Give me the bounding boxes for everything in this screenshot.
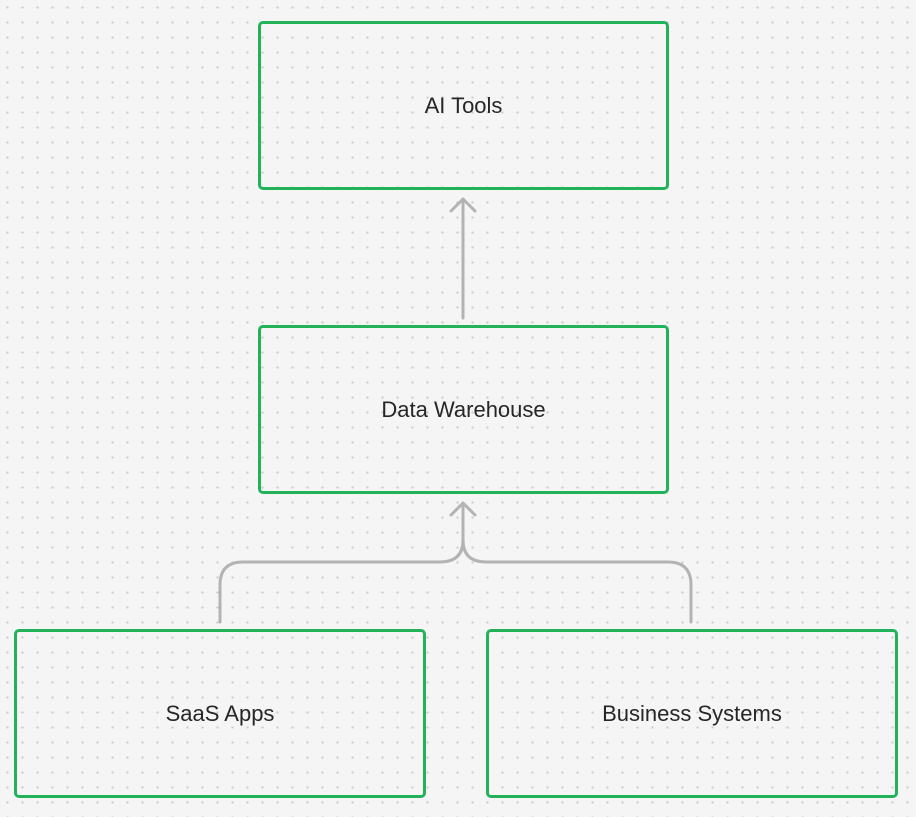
node-saas-apps[interactable]: SaaS Apps: [14, 629, 426, 798]
node-business-systems[interactable]: Business Systems: [486, 629, 898, 798]
node-ai-tools[interactable]: AI Tools: [258, 21, 669, 190]
arrowhead-ai-tools: [449, 197, 477, 213]
node-data-warehouse-label: Data Warehouse: [381, 396, 546, 422]
arrowhead-data-warehouse: [449, 501, 477, 517]
node-business-systems-label: Business Systems: [602, 700, 782, 726]
node-data-warehouse[interactable]: Data Warehouse: [258, 325, 669, 494]
node-ai-tools-label: AI Tools: [424, 92, 503, 118]
node-saas-apps-label: SaaS Apps: [165, 700, 275, 726]
edge-saas-apps-to-data-warehouse: [218, 501, 465, 624]
edge-business-systems-to-data-warehouse: [461, 538, 693, 624]
